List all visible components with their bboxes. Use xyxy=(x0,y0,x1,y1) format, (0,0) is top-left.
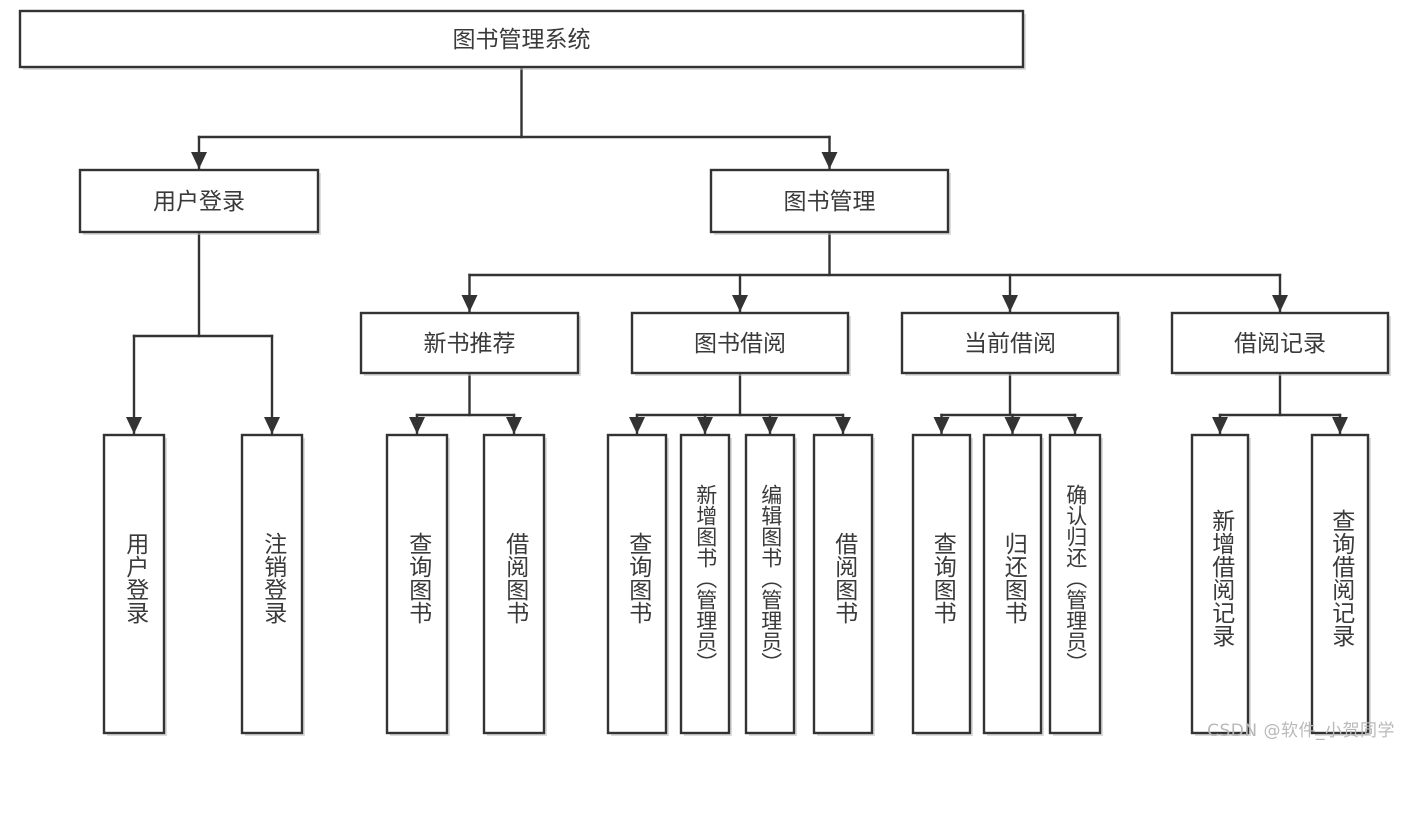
arrow-head-icon xyxy=(1272,295,1288,312)
arrow-head-icon xyxy=(1004,417,1021,434)
arrow-head-icon xyxy=(409,417,425,434)
node-book-borrow[interactable] xyxy=(630,311,850,375)
arrow-head-icon xyxy=(732,295,748,312)
arrow-head-icon xyxy=(126,417,142,434)
boxes-layer xyxy=(18,9,1391,736)
arrow-head-icon xyxy=(762,417,778,434)
node-root-label: 图书管理系统 xyxy=(453,27,591,53)
node-leaf-query-borrow-record[interactable] xyxy=(1310,433,1370,735)
node-leaf-borrow-book-2[interactable] xyxy=(812,433,874,735)
node-current-borrow[interactable] xyxy=(900,311,1120,375)
node-new-book-recommend-label: 新书推荐 xyxy=(424,331,516,357)
node-book-borrow-label: 图书借阅 xyxy=(694,331,786,357)
node-book-management[interactable] xyxy=(709,168,950,234)
node-borrow-record[interactable] xyxy=(1170,311,1390,375)
arrow-head-icon xyxy=(1002,295,1018,312)
arrow-head-icon xyxy=(506,417,522,434)
arrow-head-icon xyxy=(933,417,950,434)
node-borrow-record-label: 借阅记录 xyxy=(1234,331,1326,357)
connectors-layer xyxy=(126,65,1348,436)
node-leaf-add-borrow-record[interactable] xyxy=(1190,433,1250,735)
arrow-head-icon xyxy=(461,295,478,312)
arrow-head-icon xyxy=(697,417,713,434)
node-user-login[interactable] xyxy=(78,168,320,234)
arrow-head-icon xyxy=(1212,417,1228,434)
node-leaf-confirm-return-admin[interactable] xyxy=(1048,433,1102,735)
node-user-login-label: 用户登录 xyxy=(153,189,245,215)
node-current-borrow-label: 当前借阅 xyxy=(964,331,1056,357)
arrow-head-icon xyxy=(629,417,645,434)
diagram-canvas: 图书管理系统用户登录图书管理新书推荐图书借阅当前借阅借阅记录 用户登录注销登录查… xyxy=(18,9,1395,741)
node-leaf-query-book-1[interactable] xyxy=(385,433,449,735)
arrow-head-icon xyxy=(1332,417,1348,434)
node-root[interactable] xyxy=(18,9,1025,69)
arrow-head-icon xyxy=(264,417,280,434)
node-leaf-borrow-book-1[interactable] xyxy=(482,433,546,735)
node-leaf-query-book-2[interactable] xyxy=(606,433,668,735)
node-leaf-user-logout[interactable] xyxy=(240,433,304,735)
node-leaf-edit-book-admin[interactable] xyxy=(744,433,796,735)
node-leaf-query-book-3[interactable] xyxy=(911,433,972,735)
arrow-head-icon xyxy=(821,152,838,169)
node-leaf-user-login[interactable] xyxy=(102,433,166,735)
node-leaf-return-book[interactable] xyxy=(982,433,1043,735)
arrow-head-icon xyxy=(191,152,207,169)
arrow-head-icon xyxy=(835,417,851,434)
arrow-head-icon xyxy=(1067,417,1083,434)
node-new-book-recommend[interactable] xyxy=(359,311,580,375)
node-leaf-add-book-admin[interactable] xyxy=(679,433,731,735)
node-book-management-label: 图书管理 xyxy=(784,189,876,215)
